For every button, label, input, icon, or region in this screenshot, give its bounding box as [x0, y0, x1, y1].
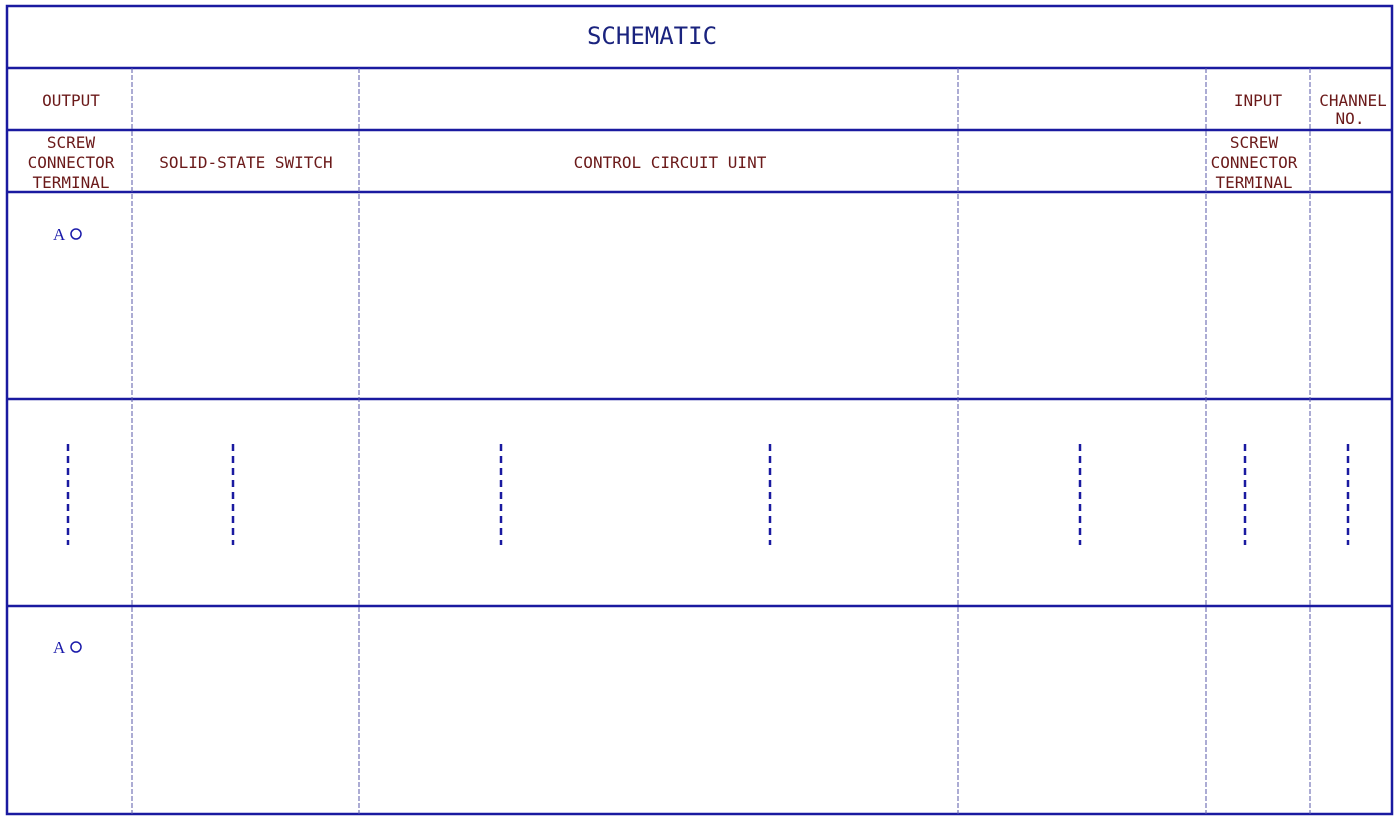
header-output-terminal-line3: TERMINAL — [32, 173, 109, 192]
terminal-a-label: A — [53, 638, 66, 657]
terminal-a-screw[interactable]: B OUTPUT 1 2 3 4 5 6 NC NC — [70, 641, 82, 653]
header-output: OUTPUT — [42, 91, 100, 110]
column-separators — [131, 68, 1311, 814]
header-solid-state-switch: SOLID-STATE SWITCH — [159, 153, 332, 172]
header-input-terminal-line1: SCREW — [1230, 133, 1279, 152]
channel-ellipsis — [66, 444, 1350, 545]
terminal-a-label: A — [53, 225, 66, 244]
header-channel-no-line2: NO. — [1336, 109, 1365, 128]
header-input-terminal-line3: TERMINAL — [1215, 173, 1292, 192]
outer-frame — [5, 4, 1394, 816]
header-input-terminal-line2: CONNECTOR — [1211, 153, 1298, 172]
header-control-circuit-unit: CONTROL CIRCUIT UINT — [574, 153, 767, 172]
schematic-title: SCHEMATIC — [587, 22, 717, 50]
channel-1-circuit: A B OUTPUT 1 2 3 4 5 6 — [53, 225, 82, 244]
terminal-a-screw[interactable]: B OUTPUT 1 2 3 4 5 6 NC NC — [70, 228, 82, 240]
header-output-terminal-line2: CONNECTOR — [28, 153, 115, 172]
channel-n-circuit: A B OUTPUT 1 2 3 4 5 6 — [53, 638, 82, 657]
header-channel-no-line1: CHANNEL — [1319, 91, 1386, 110]
header-input: INPUT — [1234, 91, 1283, 110]
header-output-terminal-line1: SCREW — [47, 133, 96, 152]
